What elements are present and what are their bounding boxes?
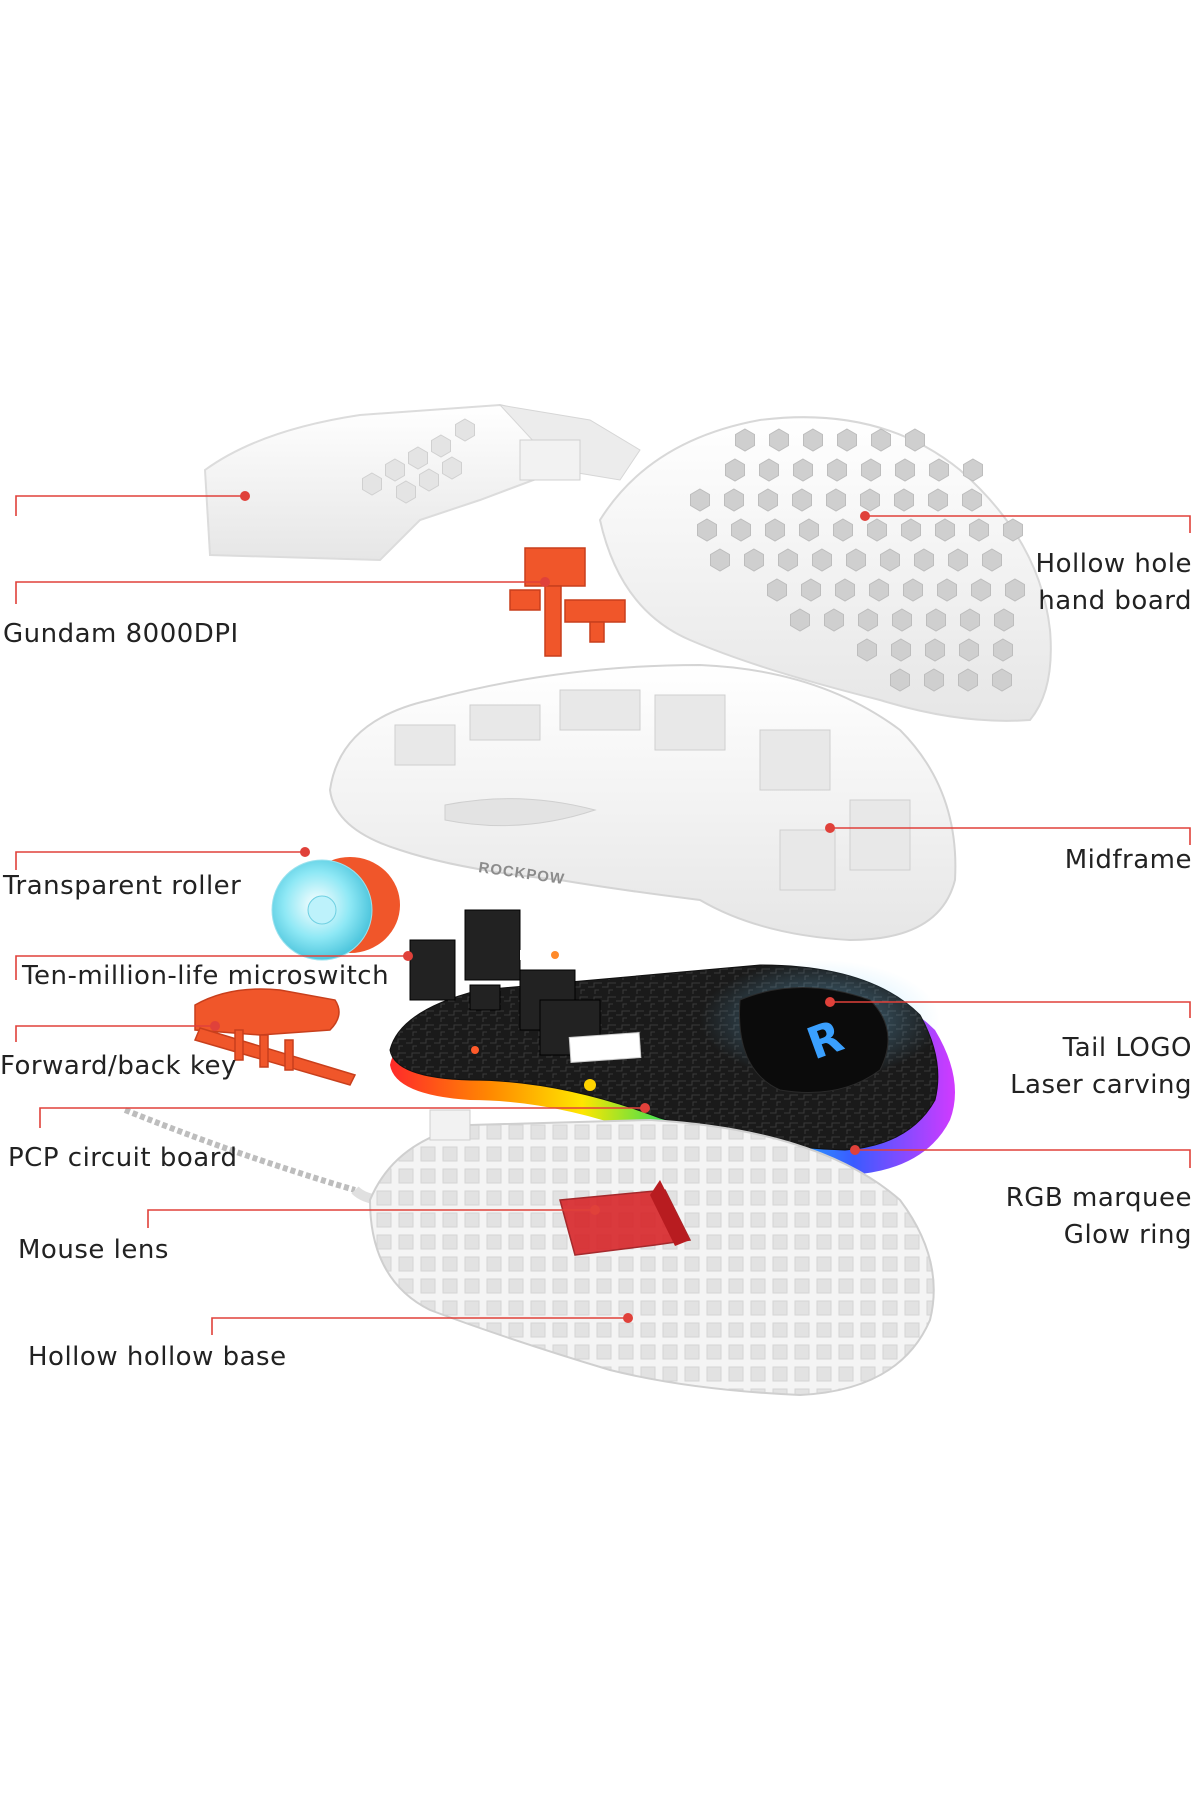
honeycomb-hole [959, 638, 979, 662]
honeycomb-hole [860, 488, 880, 512]
label-line: Glow ring [1063, 1220, 1192, 1250]
honeycomb-hole [895, 458, 915, 482]
honeycomb-hole [846, 548, 866, 572]
label-line: Tail LOGO [1062, 1033, 1192, 1063]
honeycomb-hole [969, 518, 989, 542]
honeycomb-hole [837, 428, 857, 452]
honeycomb-hole [824, 608, 844, 632]
honeycomb-hole [935, 518, 955, 542]
honeycomb-hole [1005, 578, 1025, 602]
honeycomb-hole [894, 488, 914, 512]
honeycomb-hole [799, 518, 819, 542]
honeycomb-hole [731, 518, 751, 542]
honeycomb-hole [826, 488, 846, 512]
honeycomb-hole [758, 488, 778, 512]
honeycomb-hole [1003, 518, 1023, 542]
hollow-base [123, 1107, 935, 1397]
label-midframe: Midframe [1064, 845, 1192, 875]
honeycomb-shell [598, 416, 1052, 722]
label-line: RGB marquee [1005, 1183, 1192, 1213]
honeycomb-hole [925, 638, 945, 662]
label-transparent-roller: Transparent roller [3, 871, 242, 901]
forward-back-key [193, 988, 357, 1086]
honeycomb-hole [971, 578, 991, 602]
honeycomb-hole [962, 488, 982, 512]
honeycomb-hole [792, 488, 812, 512]
label-line: Laser carving [1010, 1070, 1192, 1100]
honeycomb-hole [958, 668, 978, 692]
midframe: ROCKPOW [328, 663, 957, 942]
leader-lines [15, 491, 1191, 1335]
honeycomb-hole [890, 668, 910, 692]
honeycomb-hole [926, 608, 946, 632]
label-forward-back-key: Forward/back key [0, 1051, 237, 1081]
button-plate [203, 403, 641, 562]
label-hollow-hollow-base: Hollow hollow base [28, 1342, 287, 1372]
transparent-roller [271, 857, 400, 961]
honeycomb-hole [948, 548, 968, 572]
honeycomb-hole [827, 458, 847, 482]
honeycomb-hole [857, 638, 877, 662]
label-line: hand board [1038, 586, 1192, 616]
honeycomb-hole [914, 548, 934, 572]
label-rgb-marquee: RGB marquee Glow ring [1006, 1180, 1192, 1254]
honeycomb-hole [744, 548, 764, 572]
honeycomb-hole [901, 518, 921, 542]
honeycomb-hole [960, 608, 980, 632]
honeycomb-hole [993, 638, 1013, 662]
honeycomb-hole [994, 608, 1014, 632]
label-microswitch: Ten-million-life microswitch [22, 961, 390, 991]
honeycomb-hole [871, 428, 891, 452]
honeycomb-hole [869, 578, 889, 602]
label-line: Hollow hole [1035, 549, 1192, 579]
honeycomb-hole [963, 458, 983, 482]
honeycomb-hole [725, 458, 745, 482]
honeycomb-hole [905, 428, 925, 452]
label-mouse-lens: Mouse lens [18, 1235, 169, 1265]
honeycomb-hole [803, 428, 823, 452]
honeycomb-hole [765, 518, 785, 542]
honeycomb-hole [928, 488, 948, 512]
pcb-rgb-assembly: R [389, 909, 955, 1175]
honeycomb-hole [924, 668, 944, 692]
honeycomb-hole [867, 518, 887, 542]
honeycomb-hole [858, 608, 878, 632]
honeycomb-hole [759, 458, 779, 482]
honeycomb-hole [861, 458, 881, 482]
sensor-bracket [509, 547, 626, 657]
honeycomb-hole [833, 518, 853, 542]
honeycomb-hole [992, 668, 1012, 692]
label-gundam-8000dpi: Gundam 8000DPI [3, 619, 239, 649]
label-hollow-hole-hand-board: Hollow hole hand board [1036, 546, 1192, 620]
honeycomb-hole [835, 578, 855, 602]
honeycomb-hole [929, 458, 949, 482]
honeycomb-hole [735, 428, 755, 452]
honeycomb-hole [767, 578, 787, 602]
honeycomb-hole [724, 488, 744, 512]
label-pcp-circuit-board: PCP circuit board [8, 1143, 238, 1173]
honeycomb-hole [778, 548, 798, 572]
honeycomb-hole [982, 548, 1002, 572]
honeycomb-hole [697, 518, 717, 542]
honeycomb-hole [769, 428, 789, 452]
honeycomb-hole [710, 548, 730, 572]
honeycomb-hole [790, 608, 810, 632]
honeycomb-hole [690, 488, 710, 512]
honeycomb-hole [812, 548, 832, 572]
honeycomb-hole [880, 548, 900, 572]
honeycomb-hole [903, 578, 923, 602]
honeycomb-hole [937, 578, 957, 602]
honeycomb-hole [801, 578, 821, 602]
honeycomb-hole [793, 458, 813, 482]
honeycomb-hole [891, 638, 911, 662]
label-tail-logo: Tail LOGO Laser carving [1010, 1030, 1192, 1104]
honeycomb-hole [892, 608, 912, 632]
